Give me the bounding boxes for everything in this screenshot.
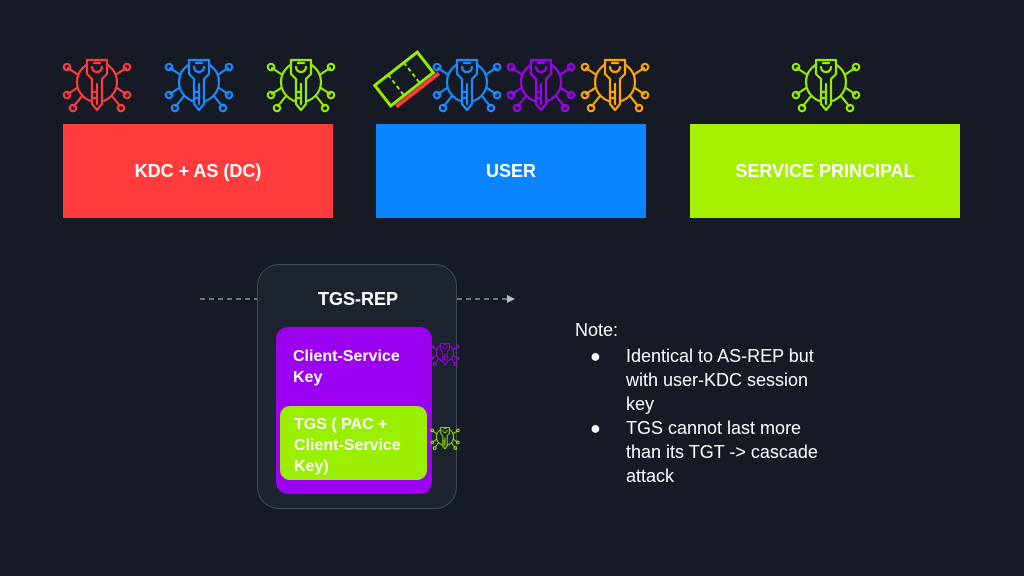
incoming-arrow xyxy=(200,297,258,300)
kdc-box: KDC + AS (DC) xyxy=(63,124,333,218)
key-icon xyxy=(580,52,650,114)
note-item: ● Identical to AS-REP but with user-KDC … xyxy=(590,344,830,416)
tgs-ticket xyxy=(280,406,427,480)
session-key-icon xyxy=(506,52,576,114)
kdc-box-label: KDC + AS (DC) xyxy=(134,160,262,181)
kdc-key-icon xyxy=(62,52,132,114)
service-key-icon xyxy=(430,424,460,460)
packet-title: TGS-REP xyxy=(317,289,398,309)
note-title: Note: xyxy=(575,320,619,340)
user-key-icon xyxy=(432,52,502,114)
tgs-ticket-label: TGS ( PAC + Client-Service Key) xyxy=(294,416,401,475)
outgoing-arrow xyxy=(457,292,517,304)
client-service-key-label: Client-Service Key xyxy=(293,348,400,386)
note-item-text: TGS cannot last more than its TGT -> cas… xyxy=(626,418,818,486)
bullet: ● xyxy=(590,418,601,438)
user-box-label: USER xyxy=(485,160,536,181)
note-list: ● Identical to AS-REP but with user-KDC … xyxy=(590,344,830,488)
service-key-icon xyxy=(266,52,336,114)
service-principal-box: SERVICE PRINCIPAL xyxy=(690,124,960,218)
session-key-icon xyxy=(430,340,460,376)
ticket-icon xyxy=(365,42,443,116)
note-item-text: Identical to AS-REP but with user-KDC se… xyxy=(626,346,814,414)
user-key-icon xyxy=(164,52,234,114)
service-box-label: SERVICE PRINCIPAL xyxy=(735,160,915,181)
note-item: ● TGS cannot last more than its TGT -> c… xyxy=(590,416,830,488)
user-box: USER xyxy=(376,124,646,218)
bullet: ● xyxy=(590,346,601,366)
service-key-icon xyxy=(791,52,861,114)
